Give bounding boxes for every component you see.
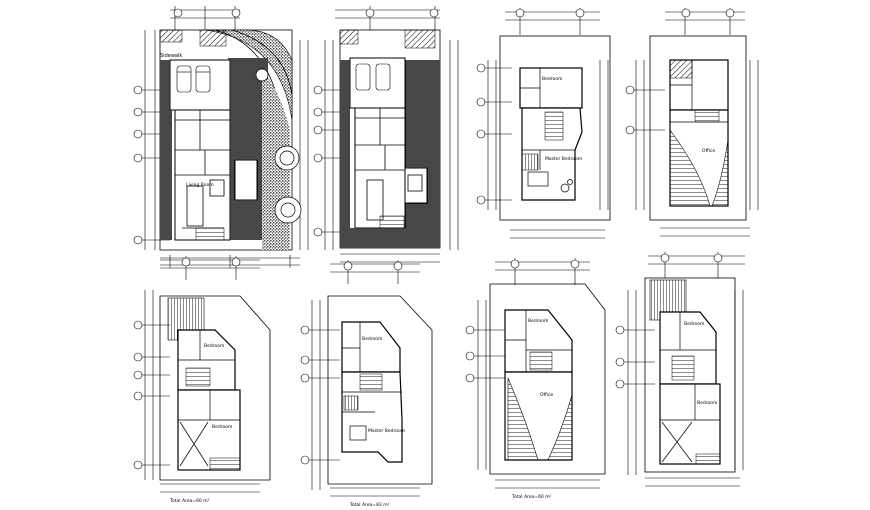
- plan-5-bedroom-label: Bedroom: [204, 343, 224, 349]
- plan-7-axis-bubbles: [465, 259, 580, 383]
- plan-3-master-bedroom-label: Master Bedroom: [545, 156, 582, 162]
- plan-1-cars: [176, 65, 211, 93]
- plan-7-house: [504, 309, 573, 461]
- plan-4-office-label: Office: [702, 148, 715, 154]
- plan-6-interior: [342, 322, 402, 441]
- plan-7-bedroom-label: Bedroom: [528, 318, 548, 324]
- plan-2-axis-bubbles: [313, 8, 439, 237]
- plan-3-bedroom-label: Bedroom: [542, 76, 562, 82]
- plan-6-house: [341, 321, 403, 463]
- plan-5-bedroom-2-label: Bedroom: [212, 424, 232, 430]
- plan-1-dimensions: [140, 6, 309, 268]
- plan-3-interior: [520, 68, 575, 193]
- plan-3-upper-floor: Bedroom Master Bedroom: [476, 8, 611, 239]
- plan-2-dimensions: [318, 6, 459, 263]
- plan-5-floor-plan: Bedroom Bedroom Total Area=60 m²: [133, 256, 271, 504]
- plan-5-house: [177, 329, 241, 471]
- plan-3-axis-bubbles: [476, 8, 585, 205]
- plan-1-living-room-label: Living Room: [186, 182, 214, 188]
- plan-8-interior: [660, 312, 720, 463]
- plan-8-axis-bubbles: [615, 253, 723, 389]
- plan-7-office-label: Office: [540, 392, 553, 398]
- plan-4-office-floor: Office: [625, 8, 759, 237]
- plan-4-dimensions: [630, 8, 759, 237]
- plan-4-axis-bubbles: [625, 8, 735, 135]
- plan-7-floor-plan: Bedroom Office Total Area=60 m²: [465, 258, 606, 500]
- plan-3-dimensions: [482, 8, 609, 239]
- plan-1-sidewalk-label: Sidewalk: [160, 53, 182, 59]
- plan-1-axis-bubbles: [133, 8, 241, 245]
- plan-2-cars: [355, 63, 391, 91]
- plan-6-master-bedroom-label: Master Bedroom: [368, 428, 405, 434]
- plan-6-total-area: Total Area=83 m²: [349, 502, 390, 508]
- plan-7-total-area: Total Area=60 m²: [511, 494, 552, 500]
- plan-2-interior: [355, 108, 423, 221]
- plan-5-total-area: Total Area=60 m²: [169, 498, 210, 504]
- plan-6-floor-plan: Bedroom Master Bedroom Total Area=83 m²: [300, 260, 433, 508]
- plan-6-dimensions: [305, 260, 420, 497]
- plan-8-house: [659, 311, 721, 465]
- plan-5-axis-bubbles: [133, 257, 241, 470]
- plan-5-dimensions: [138, 256, 260, 493]
- plan-8-bedroom-label: Bedroom: [684, 321, 704, 327]
- plan-2-ground-floor: [313, 6, 459, 263]
- plan-8-bedroom-2-label: Bedroom: [697, 400, 717, 406]
- plan-8-floor-plan: Bedroom Bedroom: [615, 252, 745, 487]
- plan-1-trees: [255, 68, 302, 224]
- plan-1-site-plan: Sidewalk Living Room: [133, 6, 309, 268]
- plan-6-axis-bubbles: [300, 261, 403, 465]
- plan-7-dimensions: [470, 258, 600, 489]
- plan-6-bedroom-label: Bedroom: [362, 336, 382, 342]
- plan-7-interior: [505, 310, 572, 372]
- plan-5-interior: [178, 330, 240, 467]
